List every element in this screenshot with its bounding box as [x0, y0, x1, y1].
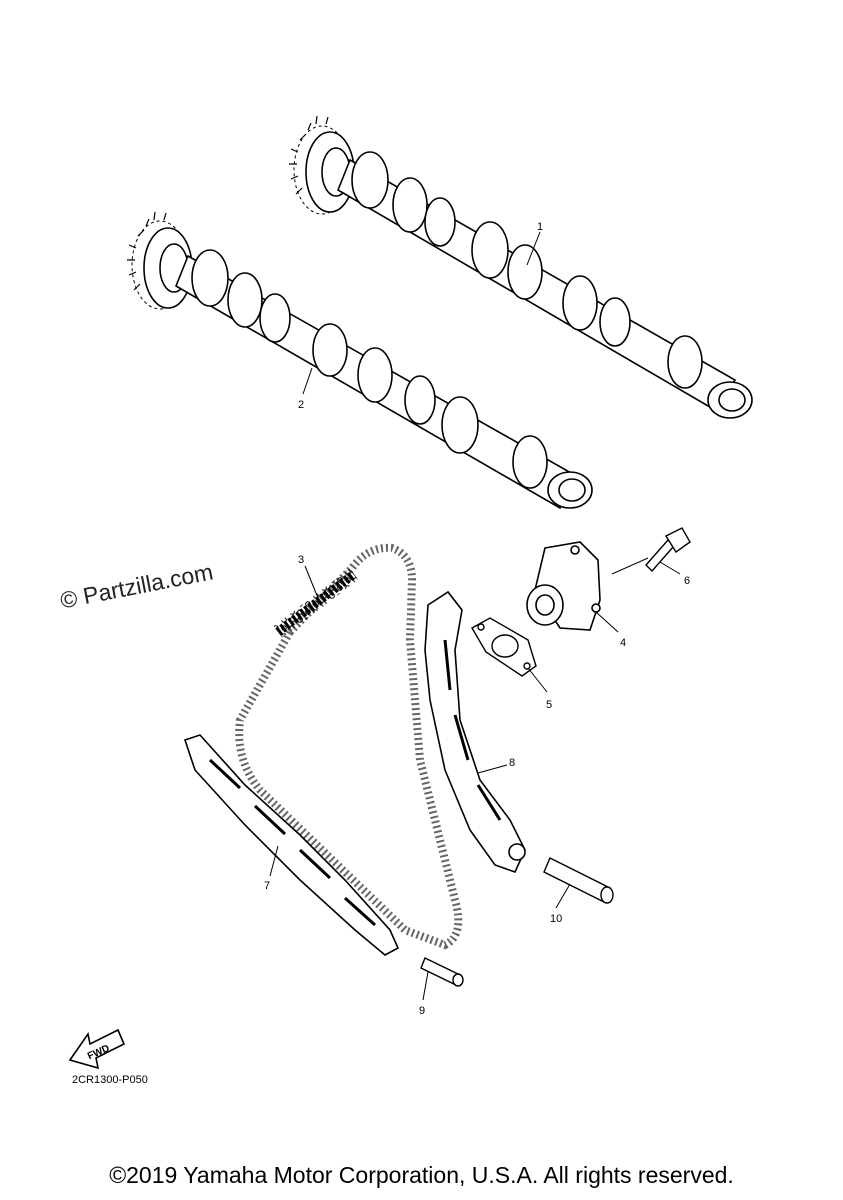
camshaft-1	[289, 115, 753, 419]
callout-7: 7	[264, 880, 270, 892]
timing-chain-3	[235, 543, 463, 950]
fwd-arrow-icon: FWD	[68, 1028, 126, 1070]
pin-9	[420, 957, 464, 987]
callout-6: 6	[684, 575, 690, 587]
camshaft-2	[127, 211, 593, 510]
gasket-5	[471, 617, 537, 677]
diagram-part-code: 2CR1300-P050	[72, 1074, 148, 1086]
chain-guide-8	[424, 590, 526, 873]
pin-10	[543, 857, 614, 904]
bolt-6	[645, 527, 691, 573]
callout-10: 10	[550, 913, 562, 925]
callout-2: 2	[298, 399, 304, 411]
leader-lines	[269, 231, 681, 1001]
copyright-notice: ©2019 Yamaha Motor Corporation, U.S.A. A…	[109, 1162, 734, 1188]
callout-numbers: 1 2 3 4 5 6 7 8 9 10	[264, 221, 690, 1017]
chain-tensioner-4	[526, 541, 601, 631]
chain-guide-7	[183, 734, 400, 956]
callout-3: 3	[298, 554, 304, 566]
callout-8: 8	[509, 757, 515, 769]
callout-4: 4	[620, 637, 626, 649]
callout-9: 9	[419, 1005, 425, 1017]
callout-1: 1	[537, 221, 543, 233]
callout-5: 5	[546, 699, 552, 711]
